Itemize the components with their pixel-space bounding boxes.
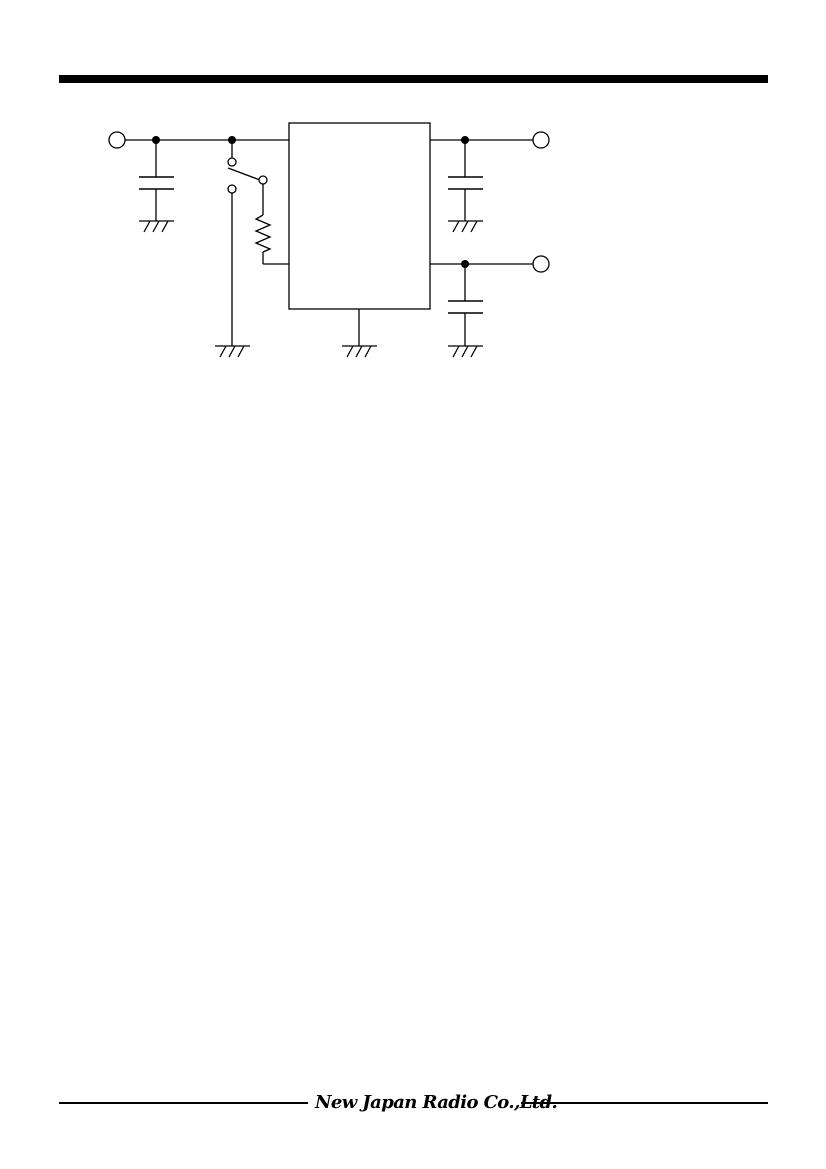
- output-terminal: [532, 131, 550, 149]
- control-resistor: [254, 184, 289, 265]
- ground-symbol-switch: [215, 345, 250, 358]
- junction-dot: [461, 136, 469, 144]
- junction-dot: [152, 136, 160, 144]
- input-capacitor: [139, 140, 174, 221]
- junction-dot: [461, 260, 469, 268]
- company-logo: New Japan Radio Co.,Ltd.: [315, 1092, 558, 1113]
- footer-rule-right: [521, 1102, 768, 1104]
- application-circuit-diagram: [108, 122, 550, 358]
- noise-capacitor: [448, 264, 483, 346]
- junction-dot: [228, 136, 236, 144]
- output-capacitor: [448, 140, 483, 221]
- input-terminal: [108, 131, 126, 149]
- ground-symbol-ic: [342, 345, 377, 358]
- bypass-terminal: [532, 255, 550, 273]
- header-rule: [59, 75, 768, 83]
- footer-rule-left: [59, 1102, 308, 1104]
- ground-symbol-output-cap: [448, 220, 483, 233]
- page-footer: New Japan Radio Co.,Ltd.: [59, 1088, 768, 1118]
- ground-symbol-input-cap: [139, 220, 174, 233]
- control-switch: [227, 140, 268, 346]
- regulator-ic: [288, 122, 431, 310]
- ground-symbol-noise-cap: [448, 345, 483, 358]
